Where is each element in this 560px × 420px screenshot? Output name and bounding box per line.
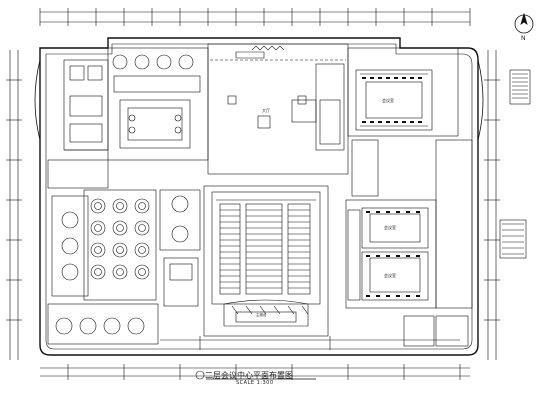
building-outline <box>34 37 484 356</box>
label-meeting-room-1: 会议室 <box>382 97 394 103</box>
vip-room-block <box>107 47 209 161</box>
lower-corridor <box>160 315 469 350</box>
auditorium <box>203 185 329 337</box>
left-dimension-line <box>6 50 22 360</box>
exterior-stair <box>499 69 531 259</box>
scale-label: SCALE 1:300 <box>236 380 274 386</box>
drawing-title: 二层会议中心平面布置图 <box>205 371 293 380</box>
north-arrow-icon <box>514 12 534 34</box>
bottom-dimension-line <box>40 364 470 380</box>
left-wing <box>47 59 159 345</box>
label-meeting-room-2: 会议室 <box>384 224 396 230</box>
central-hall <box>207 43 349 175</box>
label-meeting-room-3: 会议室 <box>384 272 396 278</box>
top-dimension-line <box>39 8 471 26</box>
label-hall: 大厅 <box>262 107 270 113</box>
label-stage: 主席台 <box>256 312 267 317</box>
drawing-number-circle <box>195 370 205 380</box>
north-label: N <box>521 35 526 42</box>
meeting-room-top-right <box>315 47 459 151</box>
meeting-rooms-lower-right <box>345 139 473 309</box>
right-dimension-line <box>484 50 500 360</box>
dining-hall <box>83 189 201 307</box>
